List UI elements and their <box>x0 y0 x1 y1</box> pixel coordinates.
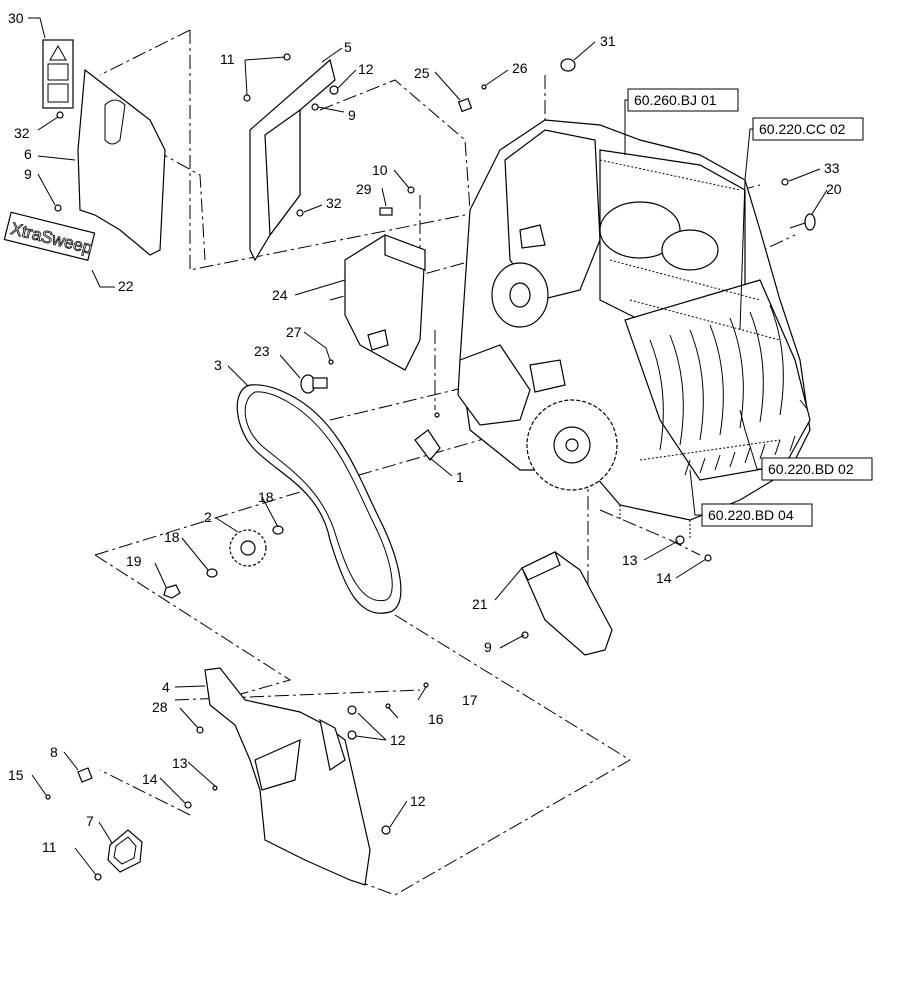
callout-32-mid: 32 <box>326 195 342 211</box>
callout-17: 17 <box>462 692 478 708</box>
callout-14-left: 14 <box>142 771 158 787</box>
callout-numbers: 30 11 5 12 9 32 6 9 32 22 25 26 31 10 29… <box>8 10 842 855</box>
part-8-clip <box>77 767 93 783</box>
callout-28: 28 <box>152 699 168 715</box>
callout-6: 6 <box>24 146 32 162</box>
callout-19: 19 <box>126 553 142 569</box>
reference-label-1: 60.260.BJ 01 <box>634 92 717 108</box>
callout-9-bottom: 9 <box>484 639 492 655</box>
callout-32-left: 32 <box>14 125 30 141</box>
part-1-clip <box>414 429 441 461</box>
part-2-sprocket <box>229 529 267 567</box>
reference-box-2 <box>752 117 864 141</box>
leader-lines <box>28 17 828 876</box>
callout-30: 30 <box>8 10 24 26</box>
callout-23: 23 <box>254 343 270 359</box>
callout-20: 20 <box>826 181 842 197</box>
callout-18-left: 18 <box>164 529 180 545</box>
callout-31: 31 <box>600 33 616 49</box>
part-30-warning-decal <box>42 39 74 109</box>
callout-21: 21 <box>472 596 488 612</box>
part-23-knob <box>300 374 328 394</box>
callout-10: 10 <box>372 162 388 178</box>
callout-2: 2 <box>204 509 212 525</box>
part-5-bracket <box>249 58 336 262</box>
part-4-lower-shield <box>204 667 371 886</box>
part-18-washer-left <box>206 568 218 578</box>
reference-box-4 <box>701 503 813 527</box>
part-6-shield <box>77 68 166 256</box>
part-3-belt <box>236 384 402 614</box>
baler-frame-assembly <box>457 119 811 540</box>
callout-22: 22 <box>118 278 134 294</box>
callout-14-right: 14 <box>656 570 672 586</box>
reference-boxes: 60.260.BJ 01 60.220.CC 02 60.220.BD 02 6… <box>627 88 873 527</box>
hardware-fasteners <box>45 53 816 881</box>
callout-13-right: 13 <box>622 552 638 568</box>
part-24-cover <box>344 234 426 371</box>
callout-4: 4 <box>162 679 170 695</box>
callout-3: 3 <box>214 357 222 373</box>
part-19-nut <box>163 584 181 599</box>
callout-8: 8 <box>50 744 58 760</box>
reference-label-4: 60.220.BD 04 <box>708 507 794 523</box>
callout-11-top: 11 <box>220 51 235 67</box>
reference-label-3: 60.220.BD 02 <box>768 461 854 477</box>
callout-13-left: 13 <box>172 755 188 771</box>
callout-9-top: 9 <box>348 107 356 123</box>
part-22-xtrasweep-decal: XtraSweep <box>3 211 96 262</box>
callout-1: 1 <box>456 469 464 485</box>
callout-7: 7 <box>86 813 94 829</box>
callout-16: 16 <box>428 711 444 727</box>
callout-29: 29 <box>356 181 372 197</box>
reference-box-1 <box>627 88 739 112</box>
callout-24: 24 <box>272 287 288 303</box>
callout-12-top: 12 <box>358 61 374 77</box>
reference-box-3 <box>761 457 873 481</box>
callout-27: 27 <box>286 324 302 340</box>
callout-12-bottom: 12 <box>410 793 426 809</box>
reference-label-2: 60.220.CC 02 <box>759 121 846 137</box>
part-18-washer-right <box>272 525 284 535</box>
callout-33: 33 <box>824 160 840 176</box>
callout-26: 26 <box>512 60 528 76</box>
callout-25: 25 <box>414 65 430 81</box>
callout-18-right: 18 <box>258 489 274 505</box>
callout-9-left: 9 <box>24 166 32 182</box>
callout-12-mid: 12 <box>390 732 406 748</box>
callout-15: 15 <box>8 767 24 783</box>
callout-5: 5 <box>344 39 352 55</box>
part-21-guard <box>521 551 613 656</box>
callout-11-bottom: 11 <box>42 839 57 855</box>
part-7-handle <box>107 829 143 873</box>
